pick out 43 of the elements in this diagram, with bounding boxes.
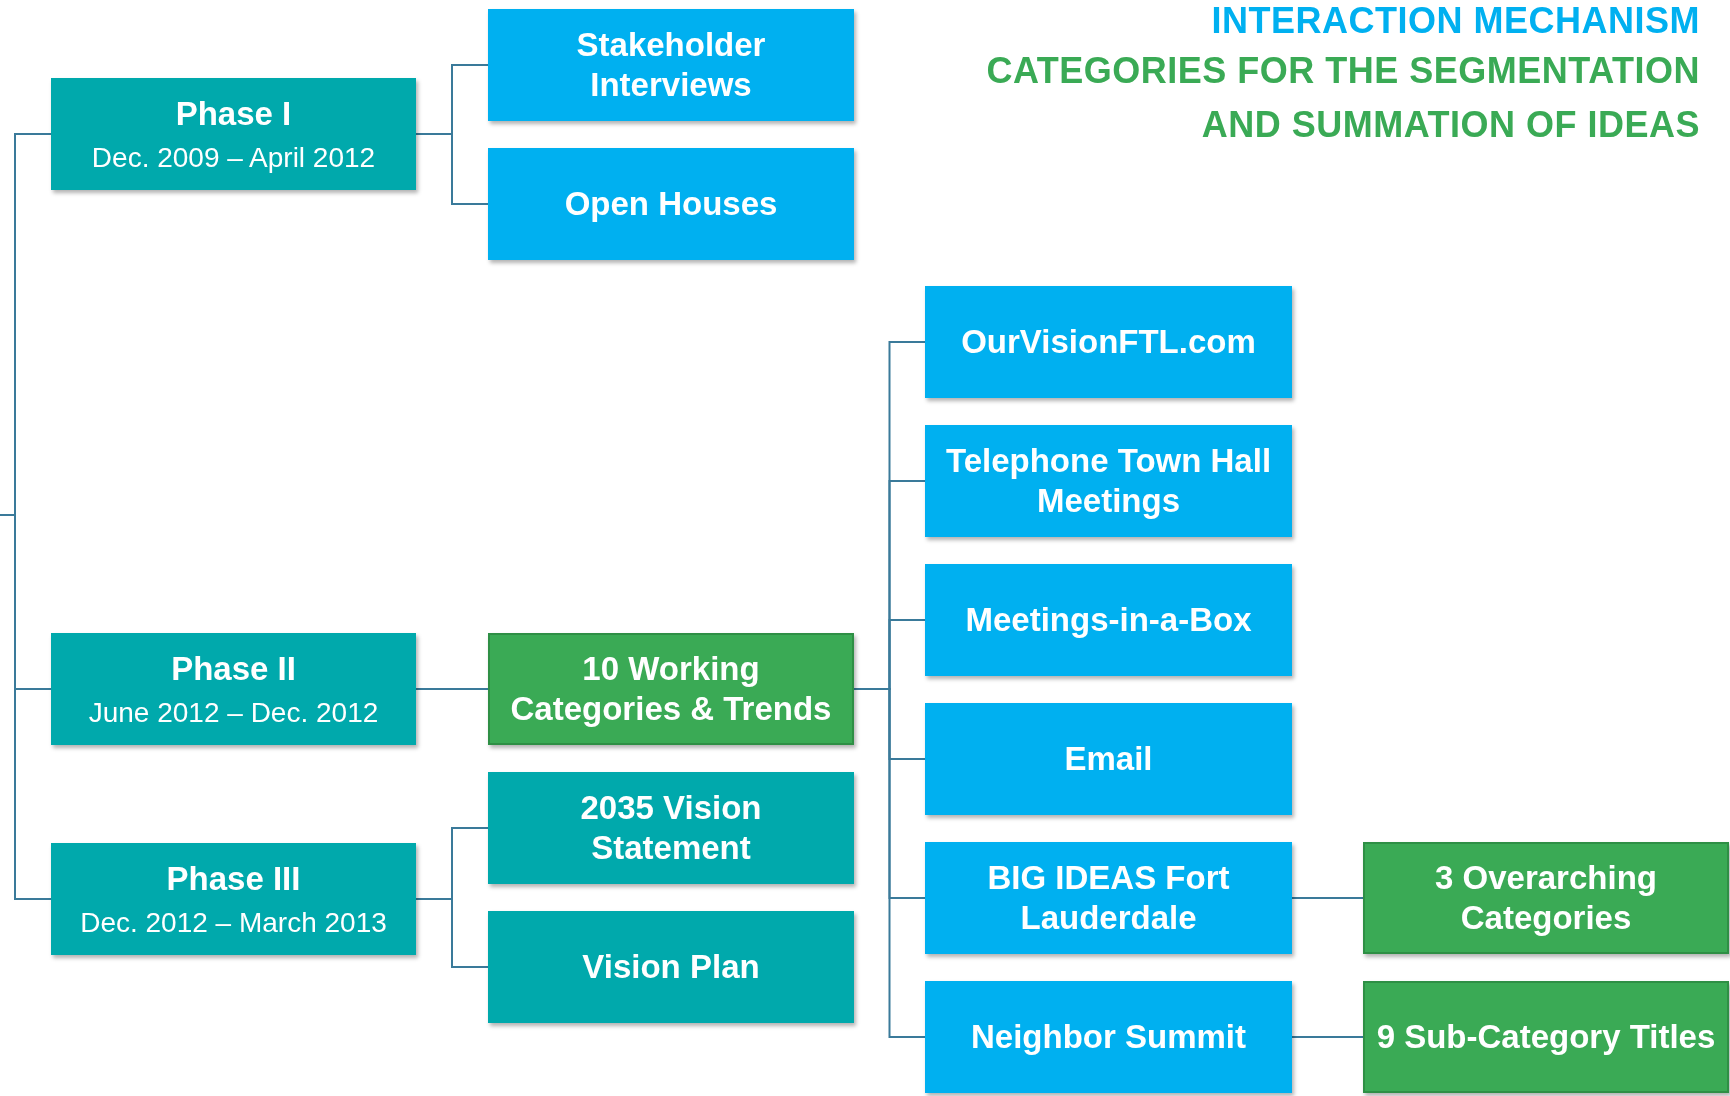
box-title: 3 Overarching Categories [1434, 858, 1658, 938]
box-title: Telephone Town Hall Meetings [944, 441, 1273, 521]
box-title: Open Houses [564, 184, 778, 224]
box-title: BIG IDEAS Fort Lauderdale [986, 858, 1231, 938]
outcome-box [488, 911, 854, 1023]
channel-box [488, 148, 854, 260]
phase-box [51, 633, 416, 745]
connector-line [1291, 897, 1364, 899]
box-title: Phase I [175, 94, 292, 134]
box-title: Phase II [171, 649, 296, 689]
phase-box [51, 843, 416, 955]
channel-box [925, 842, 1292, 954]
box-title: 9 Sub-Category Titles [1376, 1017, 1716, 1057]
channel-box [925, 703, 1292, 815]
connector-line [1291, 1036, 1364, 1038]
channel-box [925, 564, 1292, 676]
phase-box [51, 78, 416, 190]
heading-text: CATEGORIES FOR THE SEGMENTATION AND SUMMATION OF IDEAS [985, 49, 1700, 147]
date-range: Dec. 2009 – April 2012 [91, 141, 376, 174]
channel-box [925, 425, 1292, 537]
box-title: Vision Plan [582, 947, 760, 987]
box-title: Email [1064, 739, 1153, 779]
connector-line [415, 688, 489, 690]
box-title: OurVisionFTL.com [961, 322, 1256, 362]
category-box [1363, 842, 1729, 954]
outcome-box [488, 772, 854, 884]
box-title: Phase III [166, 859, 301, 899]
connector-line [0, 514, 52, 900]
category-box [488, 633, 854, 745]
box-title: 2035 Vision Statement [579, 788, 763, 868]
date-range: June 2012 – Dec. 2012 [88, 696, 379, 729]
connector-line [415, 898, 489, 968]
date-range: Dec. 2012 – March 2013 [80, 906, 387, 939]
box-title: Stakeholder Interviews [575, 25, 767, 105]
channel-box [488, 9, 854, 121]
box-title: Meetings-in-a-Box [965, 600, 1252, 640]
connector-line [415, 133, 489, 205]
heading-text: INTERACTION MECHANISM [1210, 0, 1700, 43]
category-box [1363, 981, 1729, 1093]
channel-box [925, 286, 1292, 398]
channel-box [925, 981, 1292, 1093]
box-title: Neighbor Summit [971, 1017, 1246, 1057]
box-title: 10 Working Categories & Trends [509, 649, 833, 729]
